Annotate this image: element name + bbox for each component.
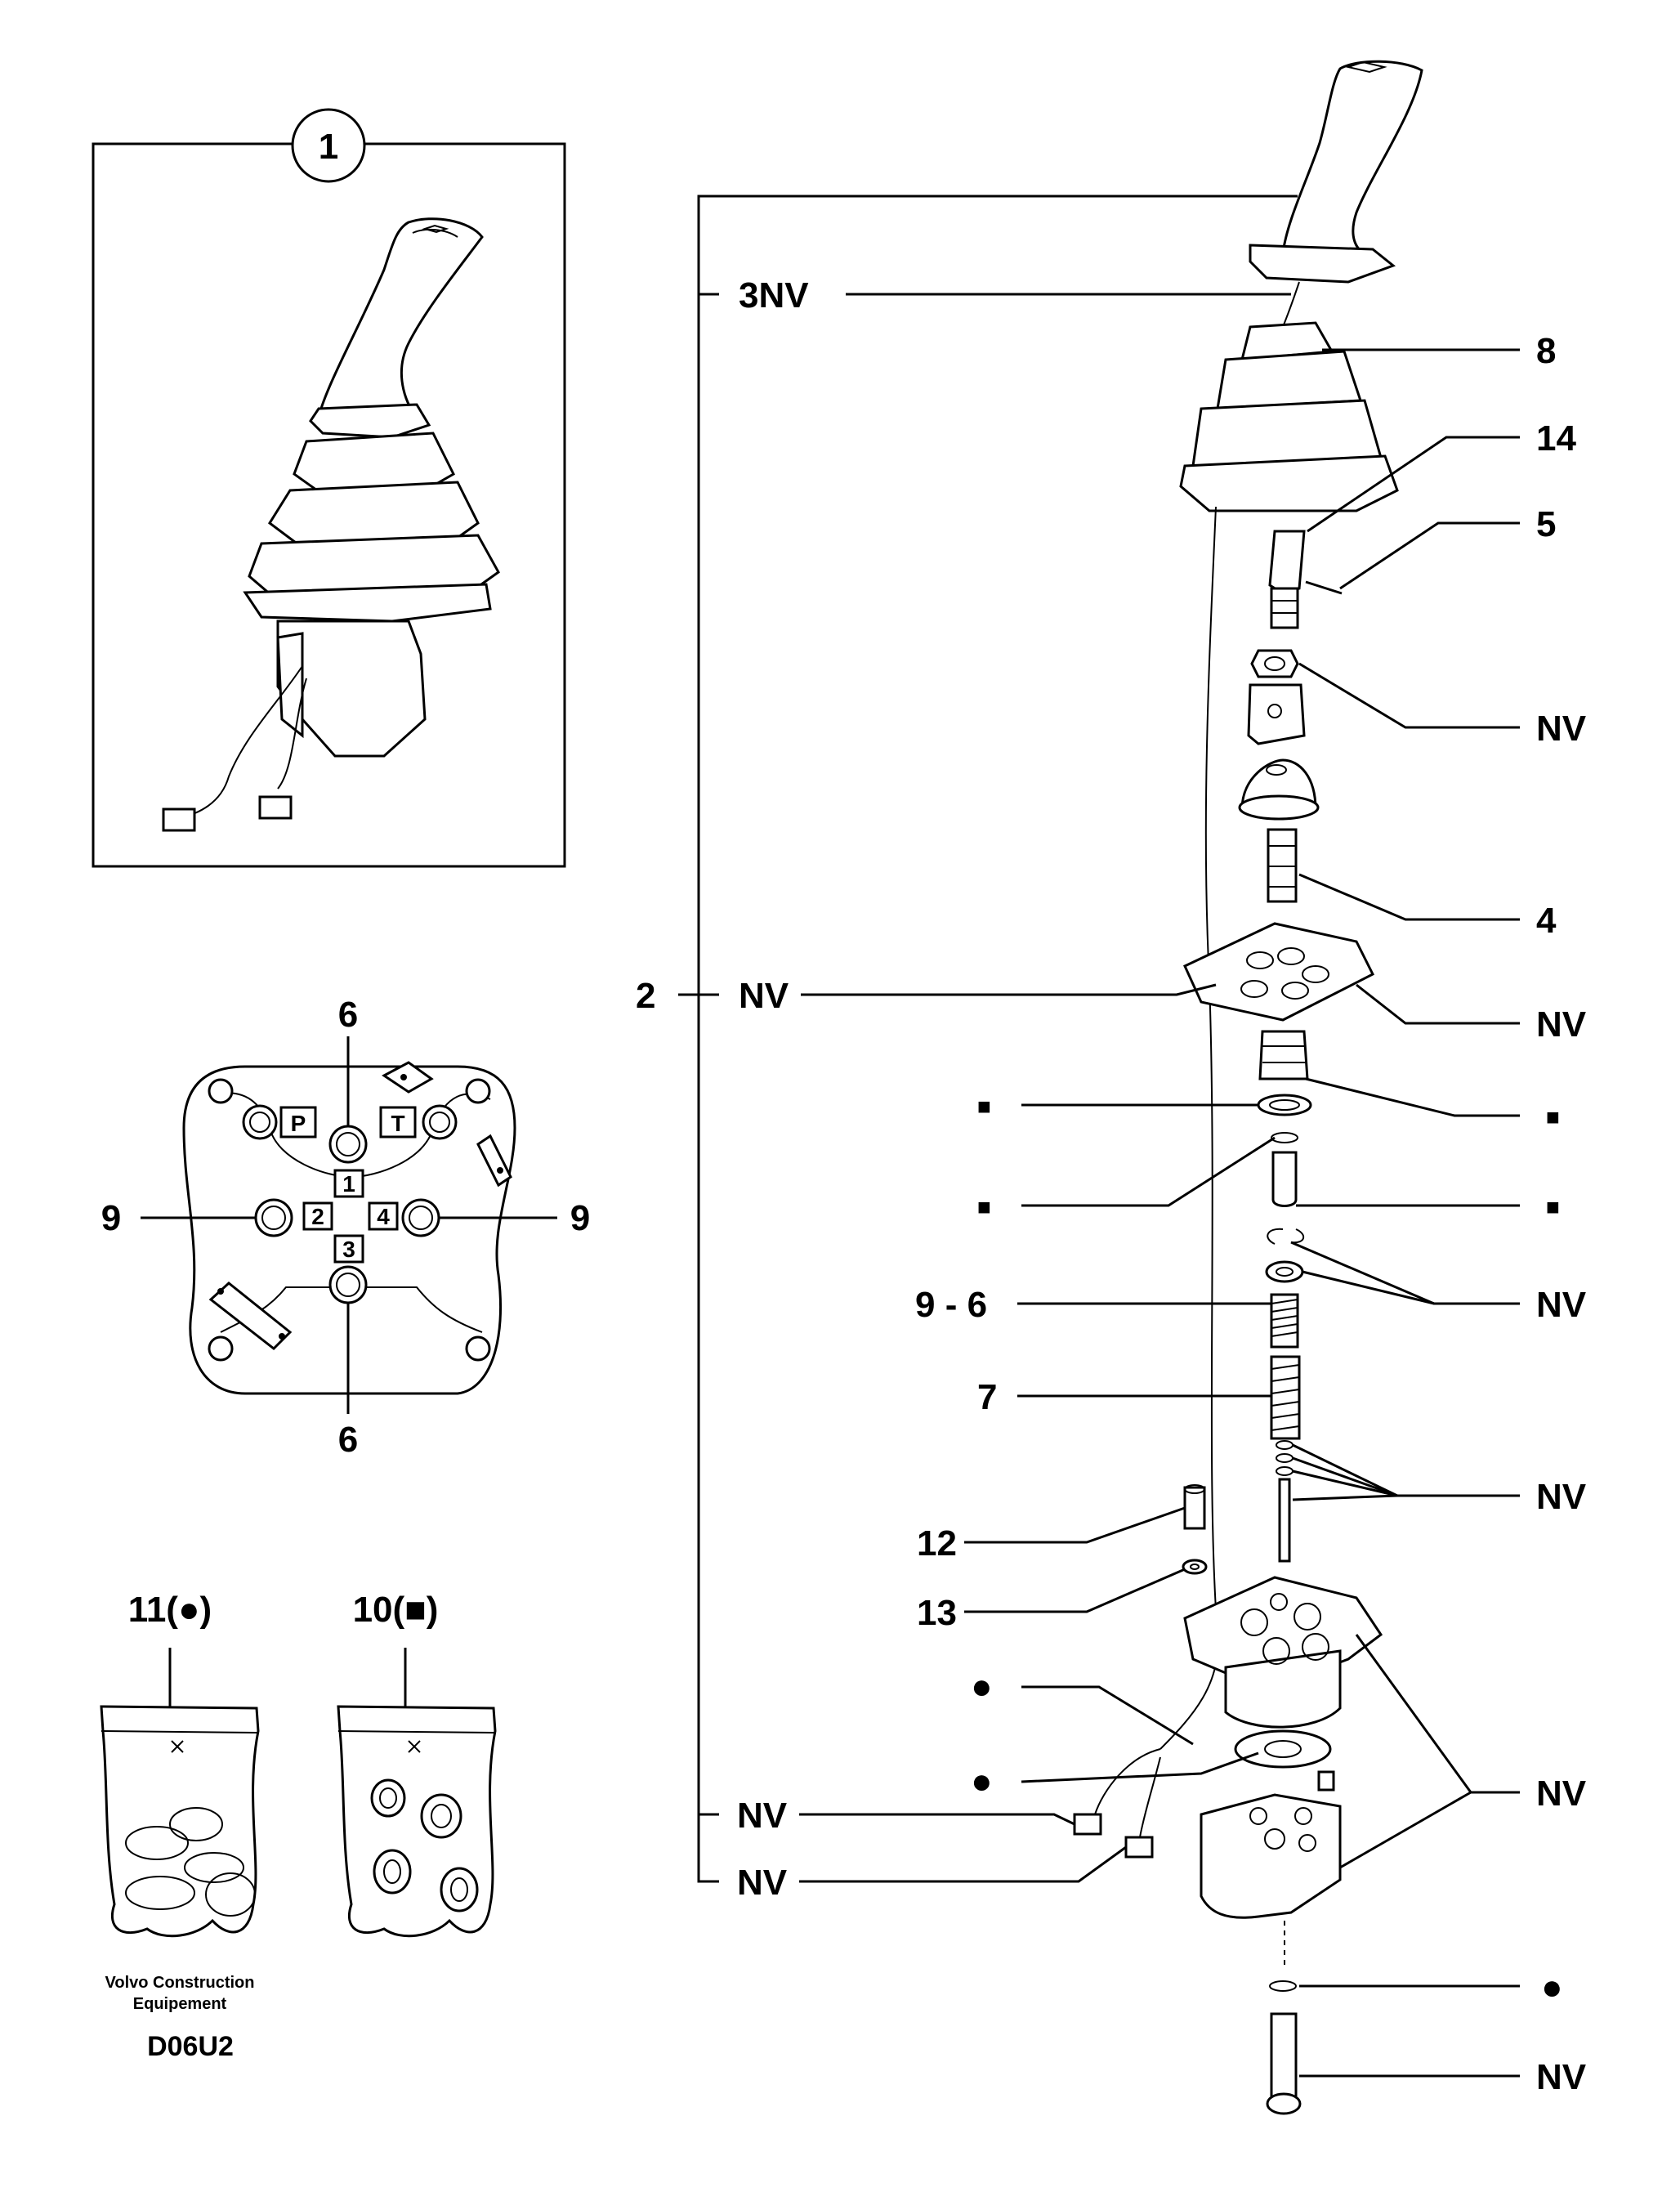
callout-dot-left-1: ● (971, 1666, 993, 1707)
callout-12: 12 (917, 1523, 957, 1564)
callout-square-right-1: ■ (1546, 1104, 1560, 1130)
callout-square-left-2: ■ (977, 1194, 991, 1219)
callout-nv-f: NV (1536, 2057, 1587, 2097)
seal-kit-10: 10(■) (337, 1590, 497, 1938)
port-bottom-label: 6 (338, 1420, 358, 1460)
inset-item-number: 1 (319, 127, 338, 167)
callout-2: 2 (636, 976, 655, 1016)
drawing-code: D06U2 (147, 2031, 234, 2062)
callout-nv-b: NV (1536, 1004, 1587, 1045)
callout-nv-c: NV (1536, 1285, 1587, 1325)
port-4-label: 4 (377, 1204, 390, 1229)
callout-7: 7 (977, 1377, 997, 1417)
callout-4: 4 (1536, 901, 1557, 941)
callout-nv-left-1: NV (737, 1796, 788, 1836)
port-2-label: 2 (311, 1204, 324, 1229)
port-right-label: 9 (570, 1198, 590, 1238)
port-top-label: 6 (338, 995, 358, 1035)
callout-nv-e: NV (1536, 1774, 1587, 1814)
callouts: 3NV 8 14 5 NV 4 2 NV NV ■ ■ ■ ■ 9 - 6 NV… (636, 275, 1587, 2097)
callout-13: 13 (917, 1593, 957, 1633)
callout-nv-left-2: NV (737, 1863, 788, 1903)
inset-assembly: 1 (92, 108, 566, 868)
port-t-label: T (391, 1111, 404, 1136)
callout-2-nv: NV (739, 976, 789, 1016)
callout-9-6: 9 - 6 (915, 1285, 987, 1325)
port-p-label: P (291, 1111, 306, 1136)
port-left-label: 9 (101, 1198, 121, 1238)
port-3-label: 3 (342, 1237, 355, 1262)
seal-kit-11: 11(●) (100, 1590, 260, 1938)
callout-3nv: 3NV (739, 275, 809, 315)
port-view: P T 1 2 4 3 6 6 9 9 (101, 995, 590, 1460)
callout-nv-a: NV (1536, 709, 1587, 749)
callout-dot-left-2: ● (971, 1761, 993, 1801)
exploded-view (678, 60, 1520, 2115)
callout-8: 8 (1536, 331, 1556, 371)
callout-square-right-2: ■ (1546, 1194, 1560, 1219)
port-1-label: 1 (342, 1171, 355, 1197)
kit-10-label: 10(■) (353, 1590, 439, 1630)
item-callout-circle (291, 108, 366, 183)
callout-dot-right: ● (1541, 1967, 1563, 2007)
publisher-line-1: Volvo Construction (105, 1974, 255, 1992)
callout-14: 14 (1536, 418, 1576, 459)
publisher-line-2: Equipement (133, 1995, 227, 2013)
callout-5: 5 (1536, 504, 1556, 544)
callout-square-left-1: ■ (977, 1094, 991, 1119)
kit-11-label: 11(●) (128, 1590, 212, 1630)
callout-nv-d: NV (1536, 1477, 1587, 1517)
